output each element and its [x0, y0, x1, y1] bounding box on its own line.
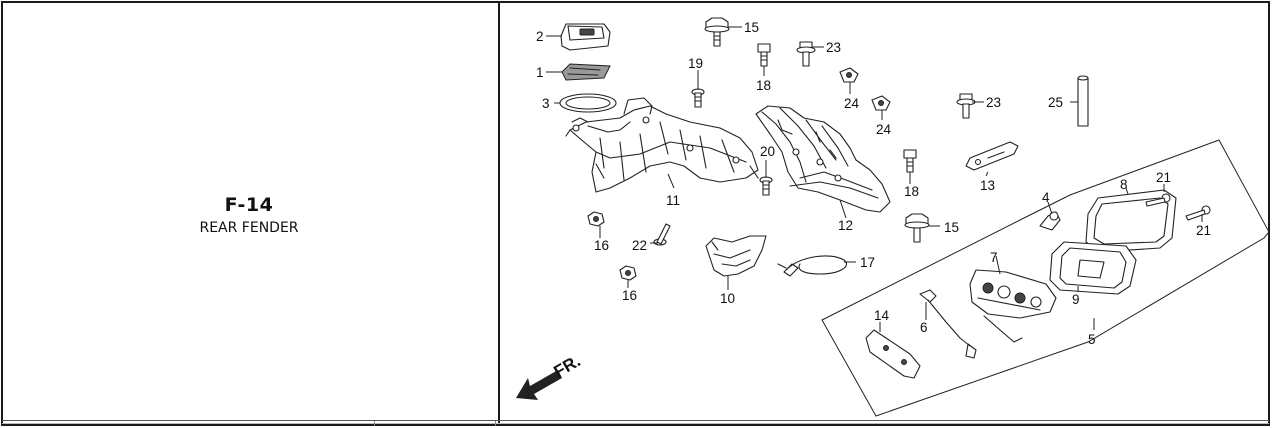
callout-4: 4: [1042, 190, 1050, 205]
part-17-harness[interactable]: [777, 255, 847, 277]
part-20-screw[interactable]: [759, 176, 773, 196]
part-15-bolt[interactable]: [704, 17, 730, 47]
part-21-screw[interactable]: [1145, 193, 1171, 207]
part-24-clip-nut[interactable]: [871, 95, 891, 111]
part-3-gasket[interactable]: [559, 93, 617, 113]
part-4-bulb[interactable]: [1039, 211, 1061, 231]
callout-2: 2: [536, 29, 544, 44]
callout-22: 22: [632, 238, 647, 253]
diagram-svg: FR. 2 1 3: [516, 17, 1269, 417]
leader-lines: [546, 26, 1203, 332]
part-12-fender[interactable]: [755, 105, 891, 213]
footer-tick: [374, 421, 375, 426]
callout-23: 23: [986, 95, 1001, 110]
callout-7: 7: [990, 250, 998, 265]
part-9-gasket[interactable]: [1049, 241, 1137, 295]
callout-16: 16: [594, 238, 609, 253]
callout-19: 19: [688, 56, 703, 71]
part-1-filter[interactable]: [561, 63, 611, 81]
callout-3: 3: [542, 96, 550, 111]
title-panel: F-14 REAR FENDER: [2, 2, 496, 419]
part-16-nut[interactable]: [587, 211, 605, 227]
callout-21: 21: [1196, 223, 1211, 238]
part-7-housing[interactable]: [969, 269, 1057, 319]
callout-16: 16: [622, 288, 637, 303]
part-18-bolt[interactable]: [903, 149, 917, 173]
callout-6: 6: [920, 320, 928, 335]
callout-labels: 2 1 3 15 23 18 19 24 24 23 25 20 11 12 1…: [536, 20, 1211, 347]
callout-15: 15: [944, 220, 959, 235]
part-10-cover[interactable]: [705, 235, 767, 277]
figure-name: REAR FENDER: [199, 220, 299, 236]
callout-9: 9: [1072, 292, 1080, 307]
callout-15: 15: [744, 20, 759, 35]
callout-13: 13: [980, 178, 995, 193]
part-22-screw[interactable]: [653, 223, 671, 246]
callout-17: 17: [860, 255, 875, 270]
footer-divider-lower: [2, 423, 1269, 424]
part-23-bolt[interactable]: [796, 41, 816, 67]
callout-5: 5: [1088, 332, 1096, 347]
exploded-diagram: FR. 2 1 3: [500, 2, 1269, 420]
callout-14: 14: [874, 308, 890, 323]
part-16-nut[interactable]: [619, 265, 637, 281]
front-direction-arrow: FR.: [516, 351, 584, 400]
callout-18: 18: [756, 78, 771, 93]
callout-8: 8: [1120, 177, 1128, 192]
callout-1: 1: [536, 65, 544, 80]
footer-tick: [495, 421, 496, 426]
part-25-pin[interactable]: [1077, 75, 1089, 127]
callout-12: 12: [838, 218, 853, 233]
part-19-screw[interactable]: [691, 88, 705, 108]
callout-24: 24: [844, 96, 860, 111]
callout-21: 21: [1156, 170, 1171, 185]
part-5-taillight-assembly[interactable]: [821, 139, 1269, 417]
callout-10: 10: [720, 291, 735, 306]
callout-24: 24: [876, 122, 892, 137]
part-15-bolt[interactable]: [904, 213, 930, 243]
part-18-bolt[interactable]: [757, 43, 771, 67]
callout-23: 23: [826, 40, 841, 55]
callout-20: 20: [760, 144, 775, 159]
part-13-plate[interactable]: [965, 141, 1019, 171]
part-21-screw[interactable]: [1185, 205, 1211, 221]
figure-code: F-14: [224, 194, 274, 216]
part-11-bracket[interactable]: [565, 97, 759, 193]
part-24-clip-nut[interactable]: [839, 67, 859, 83]
callout-18: 18: [904, 184, 919, 199]
callout-25: 25: [1048, 95, 1063, 110]
part-14-bracket[interactable]: [865, 329, 921, 379]
part-6-socket-wire[interactable]: [919, 289, 1023, 359]
part-23-bolt[interactable]: [956, 93, 976, 119]
part-2-cover[interactable]: [560, 23, 611, 51]
panel-divider: [498, 2, 500, 426]
callout-11: 11: [666, 193, 680, 208]
footer-divider: [2, 420, 1269, 421]
